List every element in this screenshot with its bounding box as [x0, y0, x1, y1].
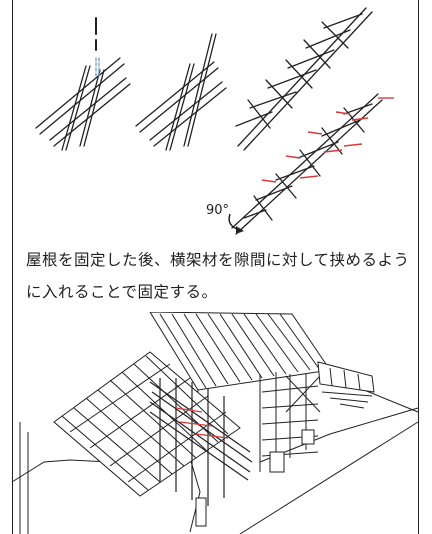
- main-roof: [149, 312, 331, 402]
- frame-left-line: [12, 0, 13, 534]
- building-isometric-diagram: [11, 312, 419, 534]
- step4-lattice: [231, 93, 383, 235]
- lattice-red-markers: [175, 407, 229, 439]
- step1-frame: [35, 57, 131, 151]
- step2-frame: [135, 33, 227, 151]
- ground-right-3: [239, 421, 419, 534]
- step3-lattice: [235, 7, 373, 151]
- foundation-block-1: [269, 451, 285, 473]
- lattice-wall: [149, 378, 253, 506]
- insertion-markers: [261, 97, 394, 183]
- frame-right-line: [418, 0, 419, 534]
- foundation-block-3: [195, 497, 207, 527]
- assembly-steps-diagram: 90°: [35, 7, 394, 235]
- angle-label: 90°: [206, 203, 229, 218]
- caption-text: 屋根を固定した後、横架材を隙間に対して挟めるように入れることで固定する。: [26, 251, 410, 301]
- foundation-block-2: [301, 429, 315, 445]
